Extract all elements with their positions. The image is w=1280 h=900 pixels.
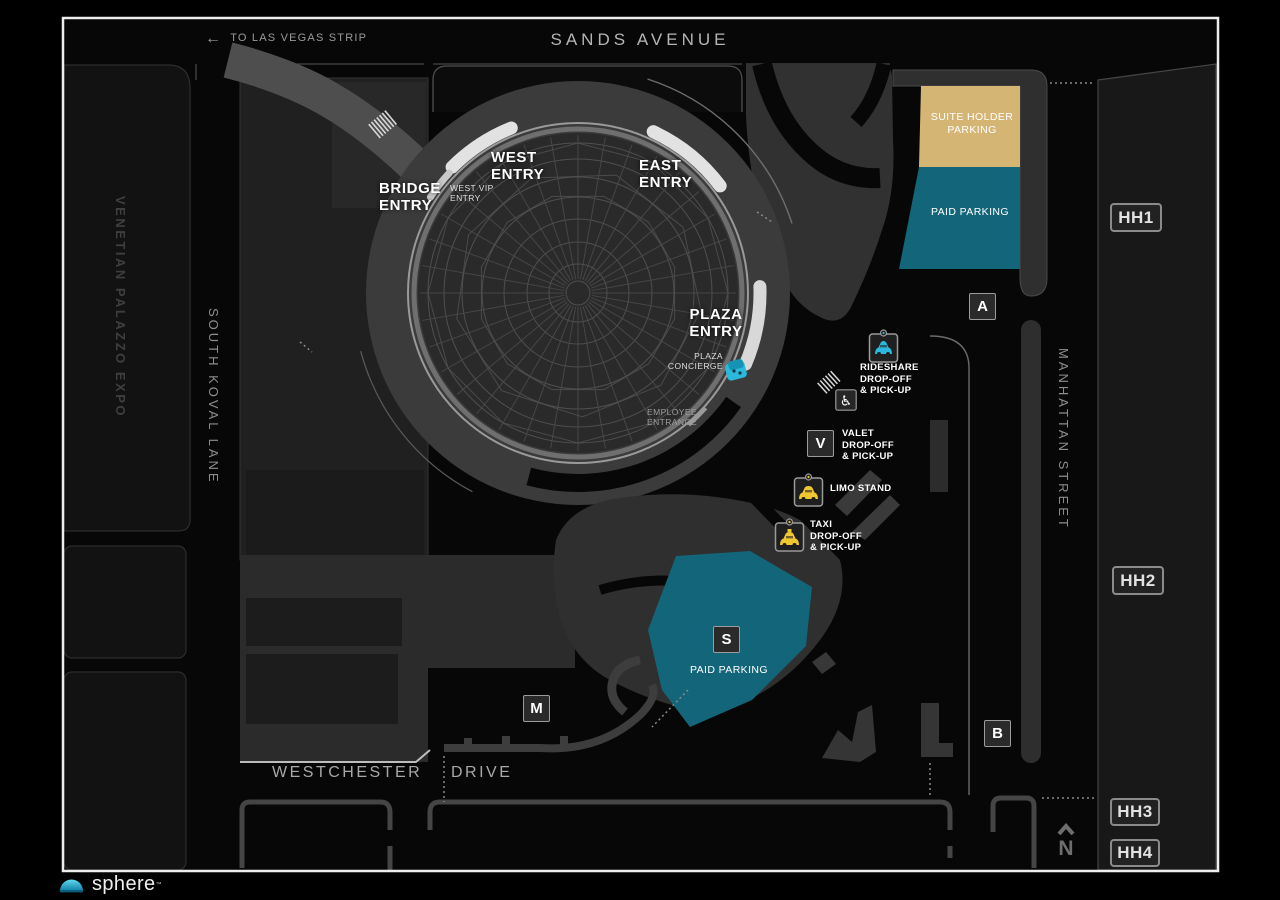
- road: [755, 465, 855, 565]
- crosswalk-hatch: [368, 110, 398, 139]
- valet-badge-v: V: [807, 430, 834, 457]
- hh-lots-strip: [1097, 63, 1217, 871]
- lot-outline: [239, 799, 393, 870]
- zone-badge-s: S: [713, 626, 740, 653]
- building: [63, 545, 187, 659]
- lot-badge-hh2: HH2: [1112, 566, 1164, 595]
- left-arrow-icon: ←: [205, 29, 223, 47]
- valet-label: VALET DROP-OFF & PICK-UP: [842, 428, 895, 462]
- dome-outer-ring: [407, 122, 749, 464]
- trademark: ™: [155, 881, 162, 888]
- building: [246, 654, 398, 724]
- concierge-bell-icon: [724, 359, 747, 381]
- road-fragment: [822, 705, 876, 762]
- lot-badge-hh3: HH3: [1110, 798, 1160, 826]
- lot-outline: [427, 799, 953, 858]
- street-median: [1021, 320, 1041, 763]
- paid-parking-north-label: PAID PARKING: [931, 206, 1009, 218]
- road: [850, 62, 892, 128]
- bay-stripe: [852, 495, 900, 540]
- westchester-label: WESTCHESTER: [272, 764, 423, 781]
- crosswalk-hatch: [817, 370, 841, 394]
- sands-avenue-label: SANDS AVENUE: [550, 30, 730, 49]
- plaza-entry-arc: [739, 280, 767, 371]
- north-indicator: N: [1052, 822, 1080, 860]
- road-fragment: [930, 420, 948, 492]
- west-entry-arc: [445, 121, 518, 174]
- east-entry-arc: [646, 125, 727, 193]
- dome-surface: [418, 133, 738, 453]
- sphere-logo-icon: [60, 879, 83, 892]
- bay-stripe: [812, 652, 836, 674]
- building: [63, 671, 187, 871]
- dome-radials: [420, 135, 736, 451]
- zone-badge-m: M: [523, 695, 550, 722]
- curb-ticks: [464, 736, 568, 752]
- suite-holder-parking-zone: [919, 86, 1020, 167]
- rideshare-car-icon: [868, 329, 899, 363]
- zone-badge-b: B: [984, 720, 1011, 747]
- building: [246, 598, 402, 646]
- paid-parking-south-label: PAID PARKING: [690, 664, 768, 676]
- lot-badge-hh4: HH4: [1110, 839, 1160, 867]
- curb-line: [647, 78, 793, 224]
- zone-badge-a: A: [969, 293, 996, 320]
- south-koval-lane-label: SOUTH KOVAL LANE: [206, 308, 221, 485]
- wheelchair-icon: ♿: [835, 389, 857, 411]
- curb-line: [360, 351, 473, 493]
- road-fragment: [921, 703, 953, 757]
- sands-curb: [195, 63, 890, 80]
- map-frame: [61, 16, 1220, 873]
- employee-entrance-mark: [687, 406, 708, 427]
- north-arrow-icon: [1057, 822, 1075, 836]
- taxi-car-icon: [774, 518, 805, 552]
- parking-curb-block: [892, 69, 1048, 297]
- lot-badge-hh1: HH1: [1110, 203, 1162, 232]
- dome-geodesic: [427, 142, 729, 444]
- dotted-guides: [299, 82, 1094, 802]
- venetian-palazzo-expo-building: [63, 64, 191, 532]
- dome-rim: [411, 126, 745, 460]
- to-strip-text: TO LAS VEGAS STRIP: [230, 32, 368, 44]
- bay-stripe: [835, 470, 882, 516]
- rideshare-label: RIDESHARE DROP-OFF & PICK-UP: [860, 362, 919, 396]
- to-strip-label: ← TO LAS VEGAS STRIP: [205, 29, 368, 47]
- venetian-palazzo-expo-label: VENETIAN PALAZZO EXPO: [113, 196, 128, 418]
- curb-line: [240, 749, 431, 763]
- west-vip-entry-arc: [426, 169, 453, 201]
- road: [752, 61, 881, 189]
- lot-outline: [990, 795, 1037, 868]
- ring-road: [526, 396, 741, 492]
- north-letter: N: [1058, 837, 1074, 860]
- drive-label: DRIVE: [451, 764, 513, 781]
- paid-parking-north-zone: [899, 167, 1020, 269]
- curb-line: [929, 335, 970, 795]
- sphere-logo-text: sphere: [92, 873, 156, 895]
- limo-stand-label: LIMO STAND: [830, 483, 892, 494]
- taxi-label: TAXI DROP-OFF & PICK-UP: [810, 519, 863, 553]
- manhattan-street-label: MANHATTAN STREET: [1056, 348, 1071, 530]
- limo-car-icon: [793, 473, 824, 507]
- svg-text:♿: ♿: [840, 394, 853, 410]
- curb-hook: [607, 655, 642, 716]
